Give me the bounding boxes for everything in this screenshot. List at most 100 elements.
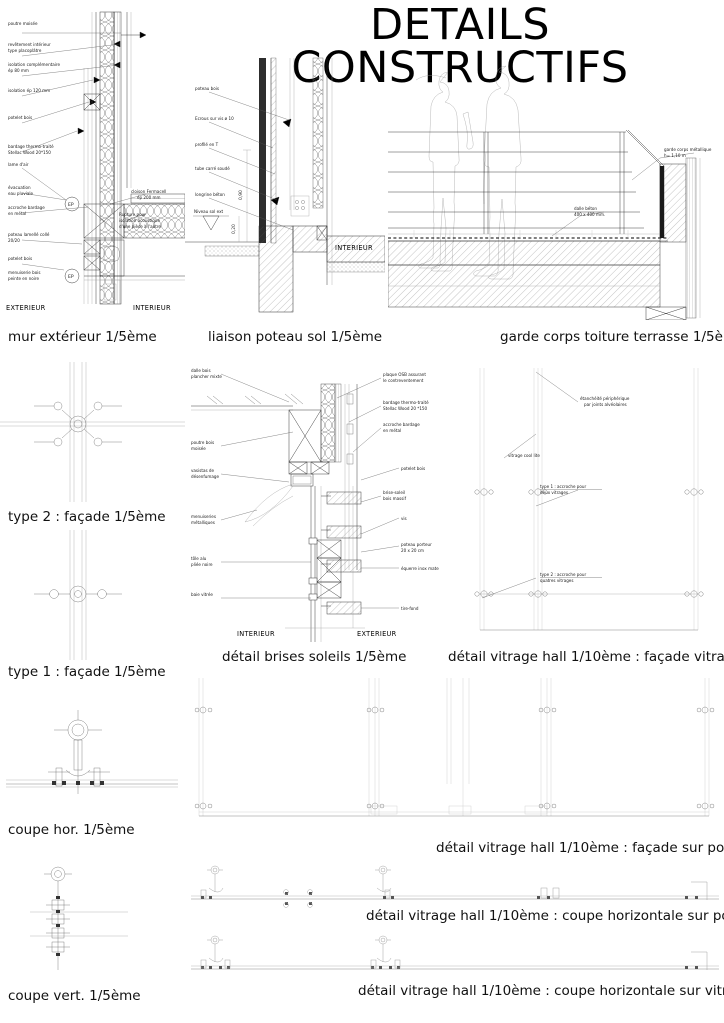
svg-text:EP: EP <box>68 202 74 208</box>
svg-text:baie vitrée: baie vitrée <box>191 592 213 597</box>
svg-text:poutre moisée: poutre moisée <box>8 21 38 26</box>
figure-mur-exterieur: EP EP poutre moisée revêteme <box>0 8 185 320</box>
figure-detail-brises-soleils: dalle bois plancher mixte poutre bois mo… <box>185 362 445 642</box>
figure-liaison-poteau-sol: Niveau sol ext 0,90 0,20 poteau bois Ecr… <box>185 50 385 320</box>
svg-text:type placoplâtre: type placoplâtre <box>8 48 42 53</box>
caption-coupe-horizontale: coupe hor. 1/5ème <box>8 822 135 838</box>
caption-garde-corps: garde corps toiture terrasse 1/5ème <box>500 329 724 345</box>
svg-text:menuiserie bois: menuiserie bois <box>8 270 41 275</box>
svg-text:INTERIEUR: INTERIEUR <box>133 304 171 312</box>
svg-text:longrine béton: longrine béton <box>195 192 225 197</box>
svg-text:moisée: moisée <box>191 446 206 451</box>
svg-text:vitrage cool lite: vitrage cool lite <box>508 453 540 458</box>
svg-text:isolation ép 120 mm: isolation ép 120 mm <box>8 88 50 93</box>
svg-text:poutre bois: poutre bois <box>191 440 214 445</box>
svg-text:accroche bardage: accroche bardage <box>383 422 420 427</box>
svg-text:0,90: 0,90 <box>238 190 244 200</box>
svg-text:tire-fond: tire-fond <box>401 606 419 611</box>
svg-text:désenfumage: désenfumage <box>191 474 219 479</box>
svg-text:accroche bardage: accroche bardage <box>8 205 45 210</box>
figure-garde-corps: garde corps métallique h= 1,10 m dalle b… <box>388 52 724 320</box>
svg-text:vis: vis <box>401 516 407 521</box>
svg-text:bardage thermo-traité: bardage thermo-traité <box>8 144 54 149</box>
svg-text:deux vitrages: deux vitrages <box>540 490 568 495</box>
caption-type-2-facade: type 2 : façade 1/5ème <box>8 509 166 525</box>
svg-text:EXTERIEUR: EXTERIEUR <box>357 630 397 638</box>
svg-text:type 2 : accroche pour: type 2 : accroche pour <box>540 572 587 577</box>
figure-vitrage-facade-sur-porte <box>185 666 724 824</box>
svg-text:en métal: en métal <box>383 428 401 433</box>
svg-text:EP: EP <box>68 274 74 280</box>
svg-text:poteau porteur: poteau porteur <box>401 542 432 547</box>
caption-mur-exterieur: mur extérieur 1/5ème <box>8 329 157 345</box>
svg-text:400 x 400 mm.: 400 x 400 mm. <box>574 212 605 217</box>
caption-type-1-facade: type 1 : façade 1/5ème <box>8 664 166 680</box>
svg-text:étanchéité périphérique: étanchéité périphérique <box>580 396 630 401</box>
svg-text:peinte en noire: peinte en noire <box>8 276 40 281</box>
caption-liaison-poteau-sol: liaison poteau sol 1/5ème <box>208 329 383 345</box>
figure-type-2-facade <box>0 362 185 502</box>
svg-text:isolation complémentaire: isolation complémentaire <box>8 62 61 67</box>
svg-text:plaque OSB assurant: plaque OSB assurant <box>383 372 426 377</box>
svg-text:eau pluviale: eau pluviale <box>8 191 33 196</box>
svg-text:cloison Fermacell: cloison Fermacell <box>131 189 166 194</box>
svg-text:évacuation: évacuation <box>8 185 31 190</box>
svg-text:métalliques: métalliques <box>191 520 215 525</box>
svg-text:tube carré soudé: tube carré soudé <box>195 166 230 171</box>
svg-text:Ecrous sur vis ø 10: Ecrous sur vis ø 10 <box>195 116 234 121</box>
svg-text:poteau bois: poteau bois <box>195 86 219 91</box>
svg-text:bois massif: bois massif <box>383 496 407 501</box>
caption-detail-vitrage-facade: détail vitrage hall 1/10ème : façade vit… <box>448 649 724 665</box>
caption-vitrage-facade-sur-porte: détail vitrage hall 1/10ème : façade sur… <box>436 840 724 856</box>
svg-text:lame d'air: lame d'air <box>8 162 29 167</box>
svg-text:Stellac Wood 20 *150: Stellac Wood 20 *150 <box>383 406 428 411</box>
svg-text:plancher mixte: plancher mixte <box>191 374 222 379</box>
figure-detail-vitrage-facade: étanchéité périphérique par joints alvéo… <box>450 362 724 642</box>
figure-type-1-facade <box>0 530 185 660</box>
svg-text:profilé en T: profilé en T <box>195 142 219 147</box>
svg-text:INTERIEUR: INTERIEUR <box>237 630 275 638</box>
svg-text:en métal: en métal <box>8 211 26 216</box>
svg-text:0,20: 0,20 <box>231 224 237 234</box>
svg-text:brise-soleil: brise-soleil <box>383 490 405 495</box>
caption-coupe-horizontale-sur-porte: détail vitrage hall 1/10ème : coupe hori… <box>366 908 724 924</box>
svg-text:potelet bois: potelet bois <box>401 466 425 471</box>
svg-text:20 x 20 cm: 20 x 20 cm <box>401 548 424 553</box>
figure-coupe-horizontale-sur-vitrage <box>185 930 724 980</box>
svg-text:ép 80 mm: ép 80 mm <box>8 68 29 73</box>
svg-text:EXTERIEUR: EXTERIEUR <box>6 304 46 312</box>
svg-text:vasistas de: vasistas de <box>191 468 214 473</box>
svg-text:h= 1,10 m: h= 1,10 m <box>664 153 686 158</box>
svg-text:garde corps métallique: garde corps métallique <box>664 147 712 152</box>
svg-text:ép 200 mm: ép 200 mm <box>137 195 161 200</box>
figure-coupe-horizontale <box>0 690 185 810</box>
svg-text:Rupture pour: Rupture pour <box>119 212 146 217</box>
svg-text:tôle alu: tôle alu <box>191 556 207 561</box>
caption-coupe-verticale: coupe vert. 1/5ème <box>8 988 141 1004</box>
svg-text:dalle béton: dalle béton <box>574 206 597 211</box>
svg-text:revêtement intérieur: revêtement intérieur <box>8 42 51 47</box>
svg-text:par joints alvéolaires: par joints alvéolaires <box>584 402 627 407</box>
svg-text:équerre inox mate: équerre inox mate <box>401 566 439 571</box>
svg-text:menuiseries: menuiseries <box>191 514 216 519</box>
caption-detail-brises-soleils: détail brises soleils 1/5ème <box>222 649 407 665</box>
svg-text:Niveau sol ext: Niveau sol ext <box>194 209 223 214</box>
page-title: DETAILS CONSTRUCTIFS <box>291 0 629 93</box>
svg-text:bardage thermo-traité: bardage thermo-traité <box>383 400 429 405</box>
svg-text:potelet bois: potelet bois <box>8 115 32 120</box>
svg-text:20/20: 20/20 <box>8 238 20 243</box>
svg-text:type 1 : accroche pour: type 1 : accroche pour <box>540 484 587 489</box>
svg-text:poteau lamellé collé: poteau lamellé collé <box>8 232 50 237</box>
svg-text:dalle bois: dalle bois <box>191 368 211 373</box>
figure-coupe-verticale <box>0 850 185 980</box>
figure-coupe-horizontale-sur-porte <box>185 862 724 912</box>
svg-text:isolation acoustique: isolation acoustique <box>119 218 160 223</box>
svg-text:pliée noire: pliée noire <box>191 562 213 567</box>
caption-coupe-horizontale-sur-vitrage: détail vitrage hall 1/10ème : coupe hori… <box>358 983 724 999</box>
svg-text:Stellac Wood 20*150: Stellac Wood 20*150 <box>8 150 51 155</box>
svg-text:d'une pièce à l'autre: d'une pièce à l'autre <box>119 224 161 229</box>
svg-text:quatres vitrages: quatres vitrages <box>540 578 573 583</box>
svg-text:potelet bois: potelet bois <box>8 256 32 261</box>
svg-text:INTERIEUR: INTERIEUR <box>335 244 373 252</box>
